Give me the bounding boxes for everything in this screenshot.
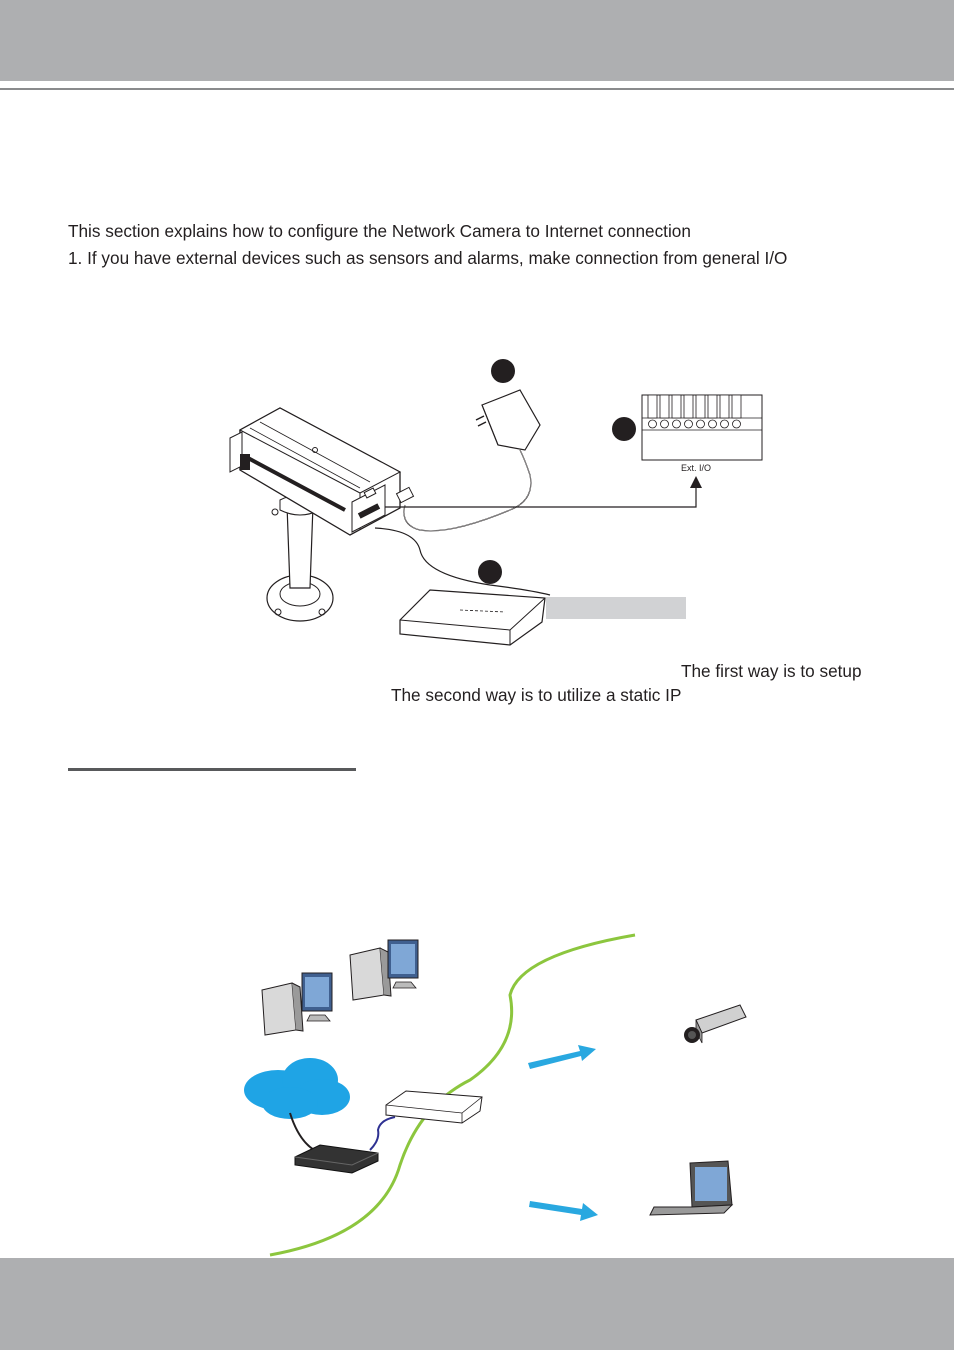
switch-caption-box — [546, 597, 686, 619]
intro-text: This section explains how to configure t… — [68, 221, 691, 241]
io-terminal-pin — [659, 394, 670, 429]
network-topology-diagram — [244, 933, 747, 1257]
step-marker-network — [478, 560, 502, 584]
page-header-band — [0, 0, 954, 81]
network-camera-icon — [684, 1004, 747, 1044]
io-terminal-pin — [647, 394, 658, 429]
network-switch — [399, 589, 546, 646]
io-terminal-pin — [695, 394, 706, 429]
remote-computer-1 — [261, 972, 333, 1036]
io-terminal-label: Ext. I/O — [681, 463, 712, 473]
header-divider — [0, 88, 954, 90]
modem-to-router-cable — [369, 1116, 396, 1151]
second-way-text: The second way is to utilize a static IP — [391, 685, 682, 705]
arrow-to-camera — [528, 1045, 596, 1069]
step-marker-io — [612, 417, 636, 441]
io-terminal-pin — [671, 394, 682, 429]
arrow-to-laptop — [529, 1201, 598, 1221]
section-underline — [68, 768, 356, 771]
io-terminal-pin — [683, 394, 694, 429]
remote-computer-2 — [349, 939, 419, 1001]
ethernet-cable — [374, 527, 551, 596]
connection-diagram — [229, 359, 763, 646]
internet-cloud-icon — [244, 1058, 350, 1119]
io-terminal-block — [641, 394, 763, 461]
io-terminal-pin — [731, 394, 742, 429]
lan-boundary-line — [269, 933, 636, 1257]
step-1-text: 1. If you have external devices such as … — [68, 248, 788, 268]
power-adapter — [395, 389, 541, 532]
modem-icon — [294, 1144, 379, 1174]
laptop-icon — [649, 1160, 734, 1216]
io-wire — [385, 480, 697, 508]
router-icon — [385, 1090, 483, 1124]
io-terminal-pin — [719, 394, 730, 429]
io-arrowhead — [690, 476, 702, 488]
step-marker-power — [491, 359, 515, 383]
page-footer-band — [0, 1258, 954, 1350]
camera-body — [229, 407, 402, 536]
io-terminal-pin — [707, 394, 718, 429]
first-way-text: The first way is to setup — [681, 661, 862, 681]
